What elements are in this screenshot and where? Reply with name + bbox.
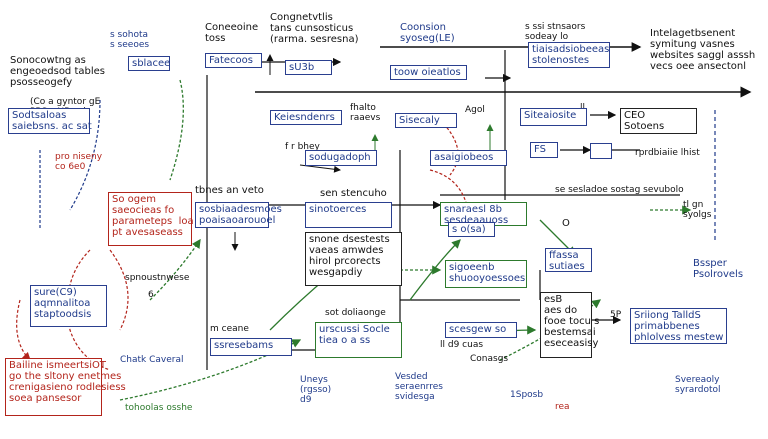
label-mid-s: Uneys (rgsso) d9	[300, 375, 332, 405]
box-b1: Fatecoos	[205, 53, 262, 68]
label-mid-r: tohoolas osshe	[125, 403, 193, 413]
connector-green-4	[149, 238, 201, 301]
box-b21: s o(sa)	[448, 222, 495, 237]
box-b10: CEO Sotoens	[620, 108, 697, 134]
box-b9: Siteaiosite	[520, 108, 587, 126]
box-b4: toow oieatlos	[390, 65, 467, 80]
box-b14: So ogem saeocieas fo parameteps loa pt a…	[108, 192, 194, 246]
label-mid-f: se sesladoe sostag sevubolo	[555, 185, 684, 195]
box-b27: Sriiong TalldS primabbenes phlolvess mes…	[630, 308, 727, 344]
label-mid-a: f r bhey	[285, 142, 320, 152]
connector-red-3	[109, 249, 129, 331]
connector-green-2	[409, 239, 461, 301]
label-mid-o: Svereaoly syrardotol	[675, 375, 721, 395]
box-b11: sodugadoph	[305, 150, 377, 166]
connector-blue-2	[69, 99, 101, 211]
box-b7: Keiesndenrs	[270, 110, 342, 125]
box-b8: Sisecaly	[395, 113, 457, 128]
label-top-left: Sonocowtng as engeoedsod tables psosseog…	[10, 55, 105, 88]
box-b23: ssresebams	[210, 338, 292, 356]
label-mid-t: 1Sposb	[510, 390, 544, 400]
label-mid-x: 6	[148, 290, 154, 300]
box-b22: sure(C9) aqmnalitoa staptoodsis	[30, 285, 107, 327]
label-mid-p: tl gn syolgs	[683, 200, 712, 220]
label-mid-c: Agol	[465, 105, 485, 115]
box-b6: Sodtsaloas saiebsns. ac sat	[8, 108, 92, 134]
connector-red-2	[16, 299, 31, 361]
box-b25: scesgew so	[445, 322, 517, 338]
label-mid-n: Bssper Psolrovels	[693, 258, 744, 280]
label-mid-v: ll d9 cuas	[440, 340, 484, 350]
label-top-c2: Coneeoine toss	[205, 22, 259, 44]
box-b24: urscussi Socle tiea o a ss	[315, 322, 402, 358]
label-top-c4: Coonsion syoseg(LE)	[400, 22, 455, 44]
label-mid-b: fhalto raaevs	[350, 103, 381, 123]
box-b3: sU3b	[285, 60, 332, 75]
box-b12: asaigiobeos	[430, 150, 507, 166]
box-b13b	[590, 143, 612, 159]
label-top-c3: Congnetvtlis tans cunsosticus (rarma. se…	[270, 12, 359, 45]
label-top-c1: s sohota s seeoes	[110, 30, 150, 50]
label-mid-e: sen stencuho	[320, 188, 387, 199]
box-b5: tiaisadsiobeeas stolenostes	[528, 42, 610, 68]
box-b16: sinotoerces	[305, 202, 392, 228]
label-mid-m: rprdbiaiie lhist	[635, 148, 700, 158]
label-top-right: Intelagetbsenent symitung vasnes website…	[650, 28, 756, 72]
box-b19: ffassa sutiaes	[545, 248, 592, 272]
box-b13: FS	[530, 142, 558, 158]
label-mid-g: spnoustnwese	[125, 273, 190, 283]
label-mid-i: sot doliaonge	[325, 308, 386, 318]
box-b26: esB aes do fooe tocu s bestemsai eseceas…	[540, 292, 599, 358]
label-mid-d: tbnes an veto	[195, 185, 264, 196]
connector-red-4	[429, 169, 471, 231]
label-mid-l: Conasgs	[470, 354, 509, 364]
box-b28: Bailine ismeertsiOT go the sltony enetme…	[5, 358, 126, 416]
connector-green-8	[169, 79, 184, 181]
box-b29	[110, 55, 120, 65]
connector-red-5	[439, 119, 459, 176]
label-mid-k: Vesded seraenrres svidesga	[395, 372, 443, 402]
box-b2: sblacee	[128, 56, 170, 71]
box-b20: sigoeenb shuooyoessoes	[445, 260, 527, 288]
label-left-mid2: pro niseny co 6e0	[55, 152, 103, 172]
label-top-c5: s ssi stnsaors sodeay lo	[525, 22, 586, 42]
label-mid-j: m ceane	[210, 324, 249, 334]
label-mid-q: Chatk Caveral	[120, 355, 184, 365]
label-mid-y: 5P	[610, 310, 622, 320]
label-mid-w: O	[562, 218, 570, 229]
box-b15: sosbiaadesmoes poaisaoarouoel	[195, 202, 282, 228]
box-b18: snone dsestests vaeas amwdes hirol prcor…	[305, 232, 402, 286]
label-mid-u: rea	[555, 402, 570, 412]
